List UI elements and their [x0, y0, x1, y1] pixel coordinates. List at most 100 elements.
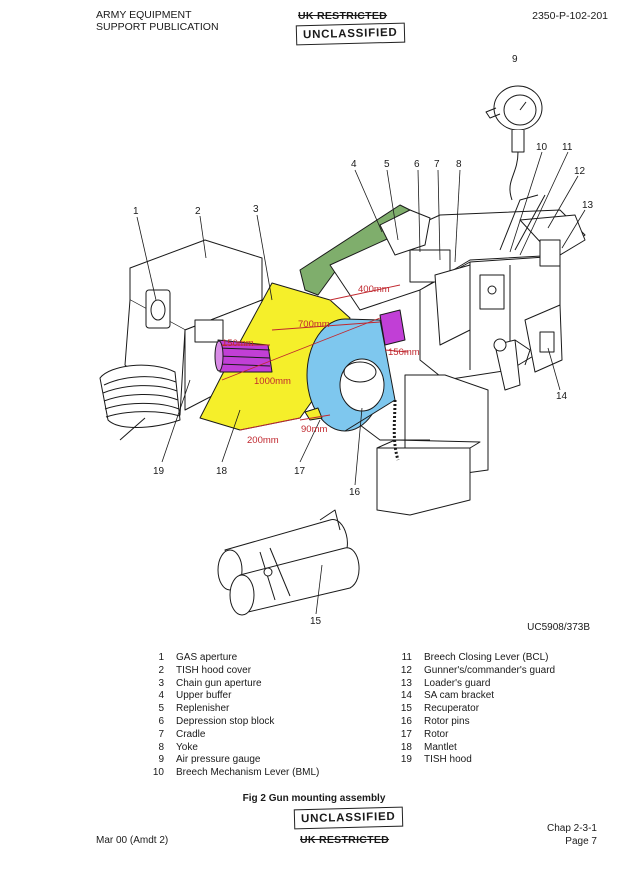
callout-7: 7 [434, 159, 440, 170]
legend-item-label: TISH hood [424, 754, 472, 766]
legend-item: 2 TISH hood cover [140, 665, 319, 678]
legend-item-number: 9 [158, 754, 164, 766]
drawing-reference: UC5908/373B [527, 622, 590, 633]
legend-item: 4 Upper buffer [140, 690, 319, 703]
legend-item-number: 13 [400, 677, 412, 689]
legend-item-label: Rotor pins [424, 715, 470, 727]
air-pressure-gauge [485, 85, 543, 201]
callout-6: 6 [414, 159, 420, 170]
legend-item-number: 14 [400, 690, 412, 702]
recuperator [217, 509, 360, 616]
legend-item-number: 2 [158, 664, 164, 676]
chain-gun-aperture [214, 339, 273, 373]
legend-item-number: 5 [158, 703, 164, 715]
legend-item: 18 Mantlet [388, 742, 555, 755]
leader-lines [136, 151, 586, 615]
footer-page: Page 7 [565, 836, 597, 847]
legend-item-number: 6 [158, 715, 164, 727]
callout-17: 17 [294, 466, 306, 477]
legend-item-number: 16 [400, 715, 412, 727]
legend-item-label: Recuperator [424, 703, 480, 715]
legend-item-label: Cradle [176, 728, 206, 740]
legend-item-label: SA cam bracket [424, 690, 495, 702]
legend-item: 12 Gunner's/commander's guard [388, 665, 555, 678]
dimension-1000mm: 1000mm [254, 376, 291, 387]
legend-item-label: Loader's guard [424, 677, 491, 689]
legend-item-label: Mantlet [424, 741, 457, 753]
gun-mounting-drawing: 1 2 3 4 5 6 7 8 9 10 11 12 13 14 15 16 1… [99, 54, 594, 633]
callout-14: 14 [556, 391, 568, 402]
legend-item: 7 Cradle [140, 729, 319, 742]
legend-item-number: 17 [400, 728, 412, 740]
legend-item-number: 10 [152, 767, 164, 779]
legend-item-number: 8 [158, 741, 164, 753]
callout-5: 5 [384, 159, 390, 170]
legend-item: 17 Rotor [388, 729, 555, 742]
callout-numbers: 1 2 3 4 5 6 7 8 9 10 11 12 13 14 15 16 1… [133, 54, 594, 627]
header-restriction: UK RESTRICTED [298, 10, 388, 22]
legend-item-label: TISH hood cover [176, 664, 252, 676]
legend-item-label: Upper buffer [176, 690, 232, 702]
publication-line-1: ARMY EQUIPMENT [96, 9, 192, 21]
legend-item-number: 4 [158, 690, 164, 702]
callout-11: 11 [562, 142, 573, 153]
callout-13: 13 [582, 200, 594, 211]
callout-1: 1 [133, 206, 139, 217]
legend-item-label: GAS aperture [176, 652, 238, 663]
legend-item: 13 Loader's guard [388, 678, 555, 691]
cradle-body [329, 209, 586, 381]
legend-item-number: 12 [400, 664, 412, 676]
dimension-150mm-right: 150mm [388, 347, 420, 358]
footer-classification-stamp: UNCLASSIFIED [293, 806, 403, 830]
dimension-lines [221, 284, 409, 431]
legend-item: 9 Air pressure gauge [140, 754, 319, 767]
legend-item-label: Replenisher [176, 703, 230, 715]
callout-19: 19 [153, 466, 165, 477]
footer-chapter-page: Chap 2-3-1 Page 7 [547, 822, 597, 848]
legend-item-label: Breech Mechanism Lever (BML) [176, 767, 320, 779]
callout-3: 3 [253, 204, 259, 215]
legend-item-number: 3 [158, 677, 164, 689]
callout-8: 8 [456, 159, 462, 170]
callout-18: 18 [216, 466, 228, 477]
dimension-90mm: 90mm [301, 424, 327, 435]
callout-15: 15 [310, 616, 322, 627]
dimension-700mm: 700mm [298, 319, 330, 330]
legend-item-number: 7 [158, 728, 164, 740]
legend-item-label: Breech Closing Lever (BCL) [424, 652, 549, 663]
callout-16: 16 [349, 487, 361, 498]
callout-2: 2 [195, 206, 201, 217]
callout-9: 9 [512, 54, 518, 65]
legend-item-number: 19 [400, 754, 412, 766]
dimension-400mm: 400mm [358, 284, 390, 295]
dimension-200mm: 200mm [247, 435, 279, 446]
legend-item: 16 Rotor pins [388, 716, 555, 729]
footer-chapter: Chap 2-3-1 [546, 823, 597, 834]
legend-item-number: 18 [400, 741, 412, 753]
legend-item: 19 TISH hood [388, 754, 555, 767]
callout-10: 10 [536, 142, 548, 153]
figure-caption: Fig 2 Gun mounting assembly [242, 793, 386, 804]
legend-item-label: Chain gun aperture [176, 677, 262, 689]
tish-bellows [99, 364, 181, 441]
legend-item: 5 Replenisher [140, 703, 319, 716]
breech-levers [493, 194, 546, 391]
legend-item-label: Rotor [424, 728, 449, 740]
legend-item-label: Gunner's/commander's guard [424, 664, 556, 676]
document-number: 2350-P-102-201 [532, 10, 608, 22]
publication-title: ARMY EQUIPMENT SUPPORT PUBLICATION [96, 9, 219, 33]
legend-item: 3 Chain gun aperture [140, 678, 319, 691]
legend-item: 14 SA cam bracket [388, 690, 555, 703]
measurement-annotations: 400mm 700mm 150mm 150mm 1000mm 200mm 90m… [222, 284, 420, 446]
legend-item-label: Air pressure gauge [176, 754, 261, 766]
dimension-150mm-left: 150mm [222, 338, 254, 349]
lower-blocks [359, 374, 489, 516]
callout-4: 4 [351, 159, 357, 170]
